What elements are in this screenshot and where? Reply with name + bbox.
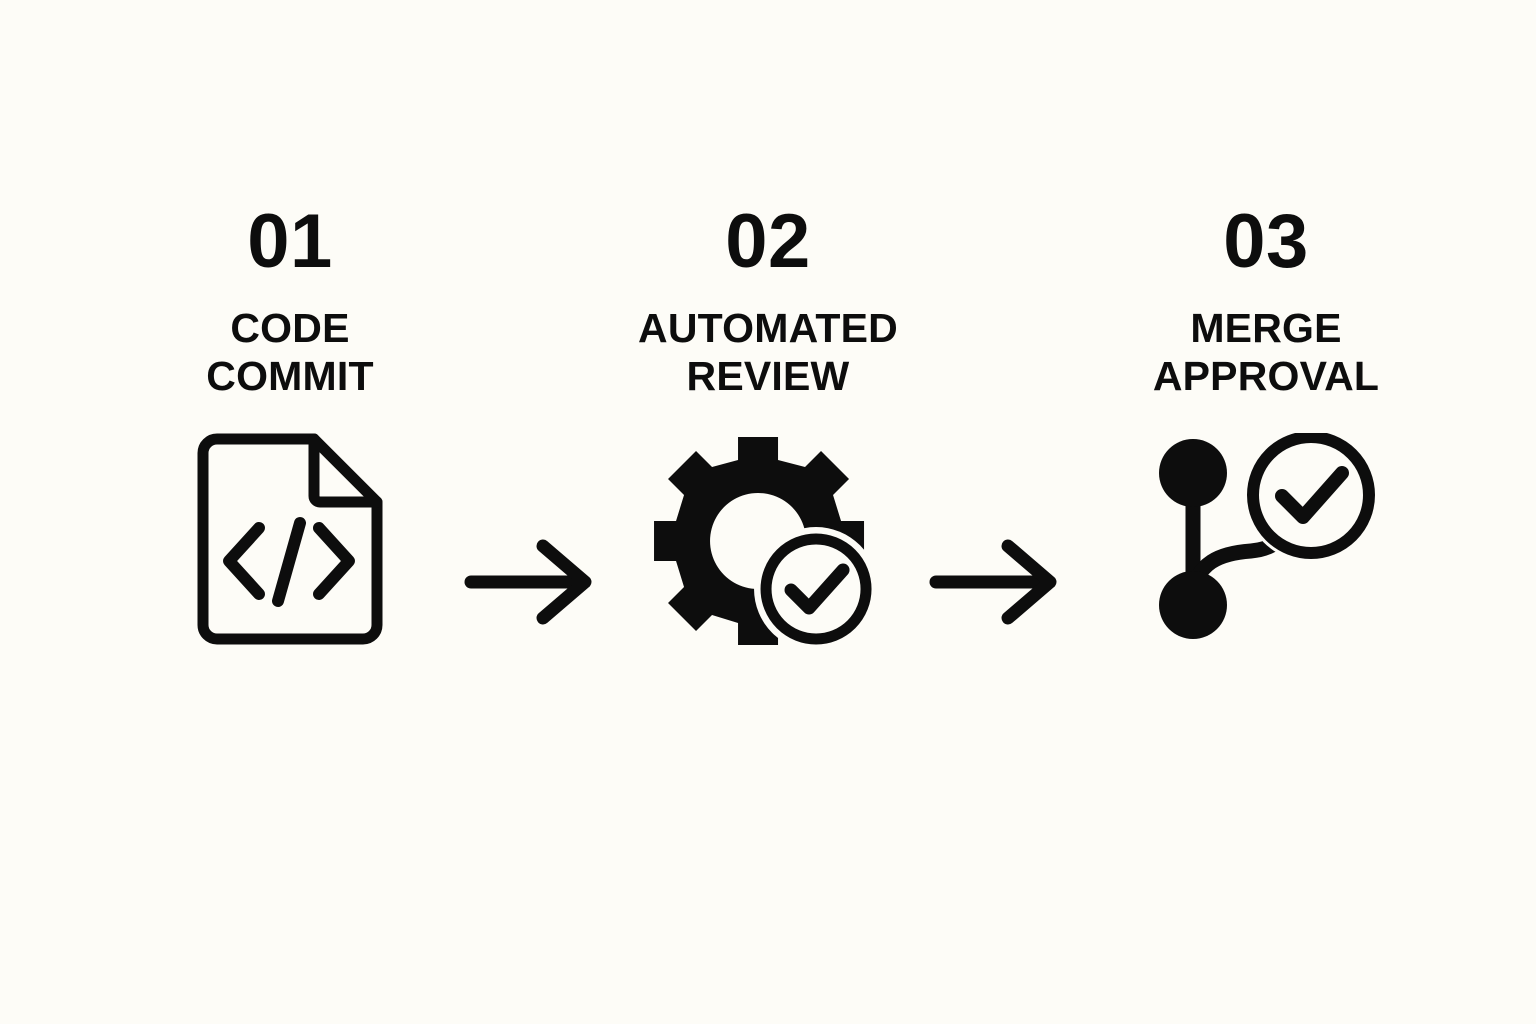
arrow-right-icon (464, 539, 592, 625)
step-1-number: 01 (247, 199, 333, 284)
step-2-title: AUTOMATED REVIEW (638, 305, 898, 400)
step-3-title-line-1: MERGE (1190, 305, 1342, 352)
code-file-icon (197, 433, 383, 645)
step-2-title-line-2: REVIEW (686, 353, 850, 400)
connector-1 (463, 538, 599, 631)
step-1-title: CODE COMMIT (206, 305, 373, 400)
arrow-right-icon (929, 539, 1057, 625)
step-1-title-line-2: COMMIT (206, 353, 374, 400)
step-3-number: 03 (1223, 199, 1309, 284)
step-3-title: MERGE APPROVAL (1153, 305, 1379, 400)
step-2-automated-review: 02 AUTOMATED REVIEW (638, 199, 898, 645)
step-2-number: 02 (725, 199, 811, 284)
step-1-code-commit: 01 CODE COMMIT (197, 199, 383, 645)
step-2-title-line-1: AUTOMATED (638, 305, 898, 352)
connector-2 (928, 538, 1064, 631)
step-3-merge-approval: 03 MERGE APPROVAL (1151, 199, 1381, 645)
gear-check-icon (654, 436, 878, 645)
git-merge-check-icon (1159, 432, 1378, 639)
step-3-title-line-2: APPROVAL (1152, 353, 1380, 400)
step-1-title-line-1: CODE (230, 305, 350, 352)
